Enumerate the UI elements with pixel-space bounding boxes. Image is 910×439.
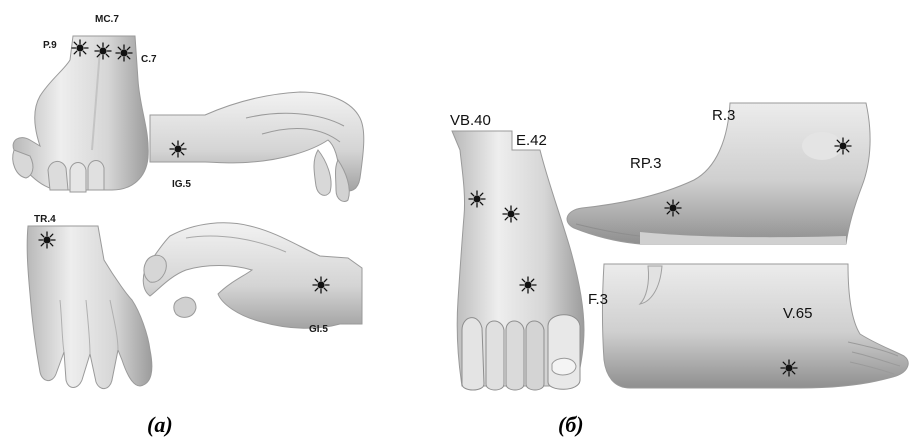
label-tr4: TR.4 <box>34 214 56 225</box>
acupoint-burst-icon <box>520 277 536 293</box>
label-ig5: IG.5 <box>172 179 191 190</box>
acupoint-burst-icon <box>72 40 88 56</box>
acupoint-burst-icon <box>469 191 485 207</box>
label-f3: F.3 <box>588 291 608 308</box>
caption-b: (б) <box>558 412 584 437</box>
label-vb40: VB.40 <box>450 112 491 129</box>
label-v65: V.65 <box>783 305 812 322</box>
hand-pinch-view <box>143 223 362 328</box>
acupoint-burst-icon <box>95 43 111 59</box>
foot-lateral-view <box>603 264 909 388</box>
hand-hanging-view <box>27 226 152 389</box>
label-c7: C.7 <box>141 54 157 65</box>
foot-top-view <box>452 131 584 390</box>
label-mc7: MC.7 <box>95 14 119 25</box>
label-e42: E.42 <box>516 132 547 149</box>
acupoint-burst-icon <box>39 232 55 248</box>
label-gi5: GI.5 <box>309 324 328 335</box>
label-r3: R.3 <box>712 107 735 124</box>
acupoint-burst-icon <box>665 200 681 216</box>
label-p9: P.9 <box>43 40 57 51</box>
acupoint-burst-icon <box>503 206 519 222</box>
acupoint-burst-icon <box>835 138 851 154</box>
foot-medial-view <box>567 103 870 244</box>
caption-a: (a) <box>147 412 173 437</box>
acupoint-burst-icon <box>116 45 132 61</box>
acupoint-burst-icon <box>781 360 797 376</box>
hand-dorsal-view <box>13 36 149 192</box>
label-rp3: RP.3 <box>630 155 661 172</box>
acupoint-burst-icon <box>313 277 329 293</box>
acupoint-burst-icon <box>170 141 186 157</box>
